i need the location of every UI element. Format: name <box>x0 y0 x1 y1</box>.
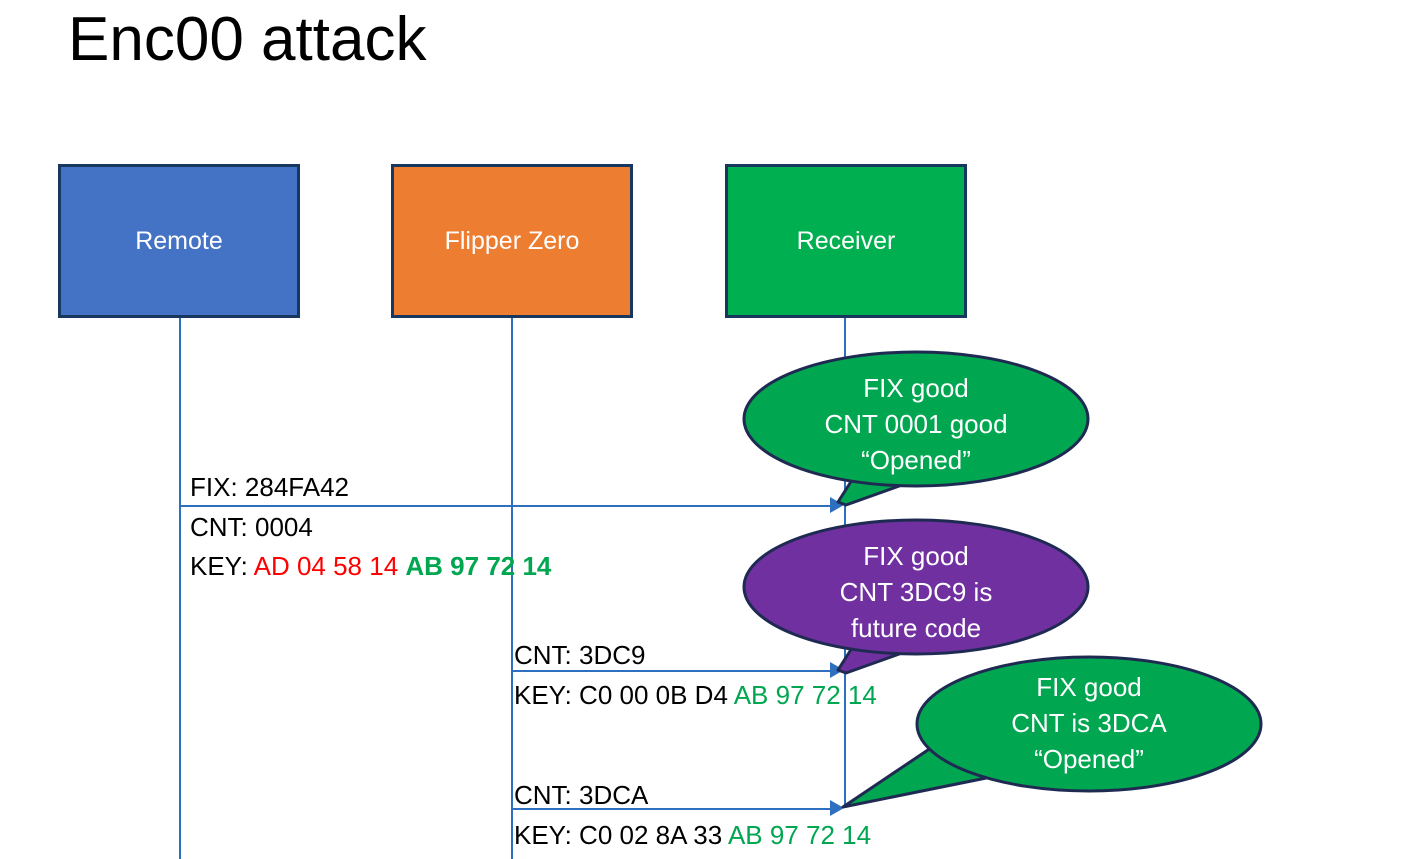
message-arrow-1 <box>180 505 832 507</box>
actor-box-flipper[interactable]: Flipper Zero <box>391 164 633 318</box>
lifeline-remote <box>179 318 181 859</box>
message-3-key-prefix: KEY: C0 02 8A 33 <box>514 820 728 850</box>
message-1-key-red: AD 04 58 14 <box>253 551 399 581</box>
actor-label-receiver: Receiver <box>796 227 896 255</box>
message-1-key-green: AB 97 72 14 <box>405 551 552 581</box>
bubble-body-3 <box>915 655 1263 793</box>
arrowhead-icon-3 <box>830 800 844 816</box>
message-3-cnt-label: CNT: 3DCA <box>514 780 649 810</box>
actor-label-remote: Remote <box>135 227 223 255</box>
message-1-cnt-label: CNT: 0004 <box>190 512 313 542</box>
actor-box-remote[interactable]: Remote <box>58 164 300 318</box>
message-1-key-prefix: KEY: <box>190 551 254 581</box>
message-2-cnt-label: CNT: 3DC9 <box>514 640 646 670</box>
message-3-key-green: AB 97 72 14 <box>727 820 872 850</box>
message-1-key-label: KEY: AD 04 58 14 AB 97 72 14 <box>190 549 551 583</box>
bubble-body-1 <box>742 350 1090 488</box>
bubble-body-2 <box>742 518 1090 656</box>
message-arrow-2 <box>512 670 832 672</box>
message-2-key-label: KEY: C0 00 0B D4 AB 97 72 14 <box>514 678 877 712</box>
actor-box-receiver[interactable]: Receiver <box>725 164 967 318</box>
page-title: Enc00 attack <box>68 5 427 74</box>
message-2-key-prefix: KEY: C0 00 0B D4 <box>514 680 734 710</box>
lifeline-flipper <box>511 318 513 859</box>
message-3-key-label: KEY: C0 02 8A 33 AB 97 72 14 <box>514 818 871 852</box>
message-arrow-3 <box>512 808 832 810</box>
message-1-fix-label: FIX: 284FA42 <box>190 472 349 502</box>
speech-bubble-receiver-2: FIX good CNT 3DC9 is future code <box>742 518 1090 676</box>
speech-bubble-receiver-3: FIX good CNT is 3DCA “Opened” <box>841 655 1263 813</box>
message-2-key-green: AB 97 72 14 <box>733 680 877 710</box>
actor-label-flipper: Flipper Zero <box>444 227 580 255</box>
speech-bubble-receiver-1: FIX good CNT 0001 good “Opened” <box>742 350 1090 508</box>
